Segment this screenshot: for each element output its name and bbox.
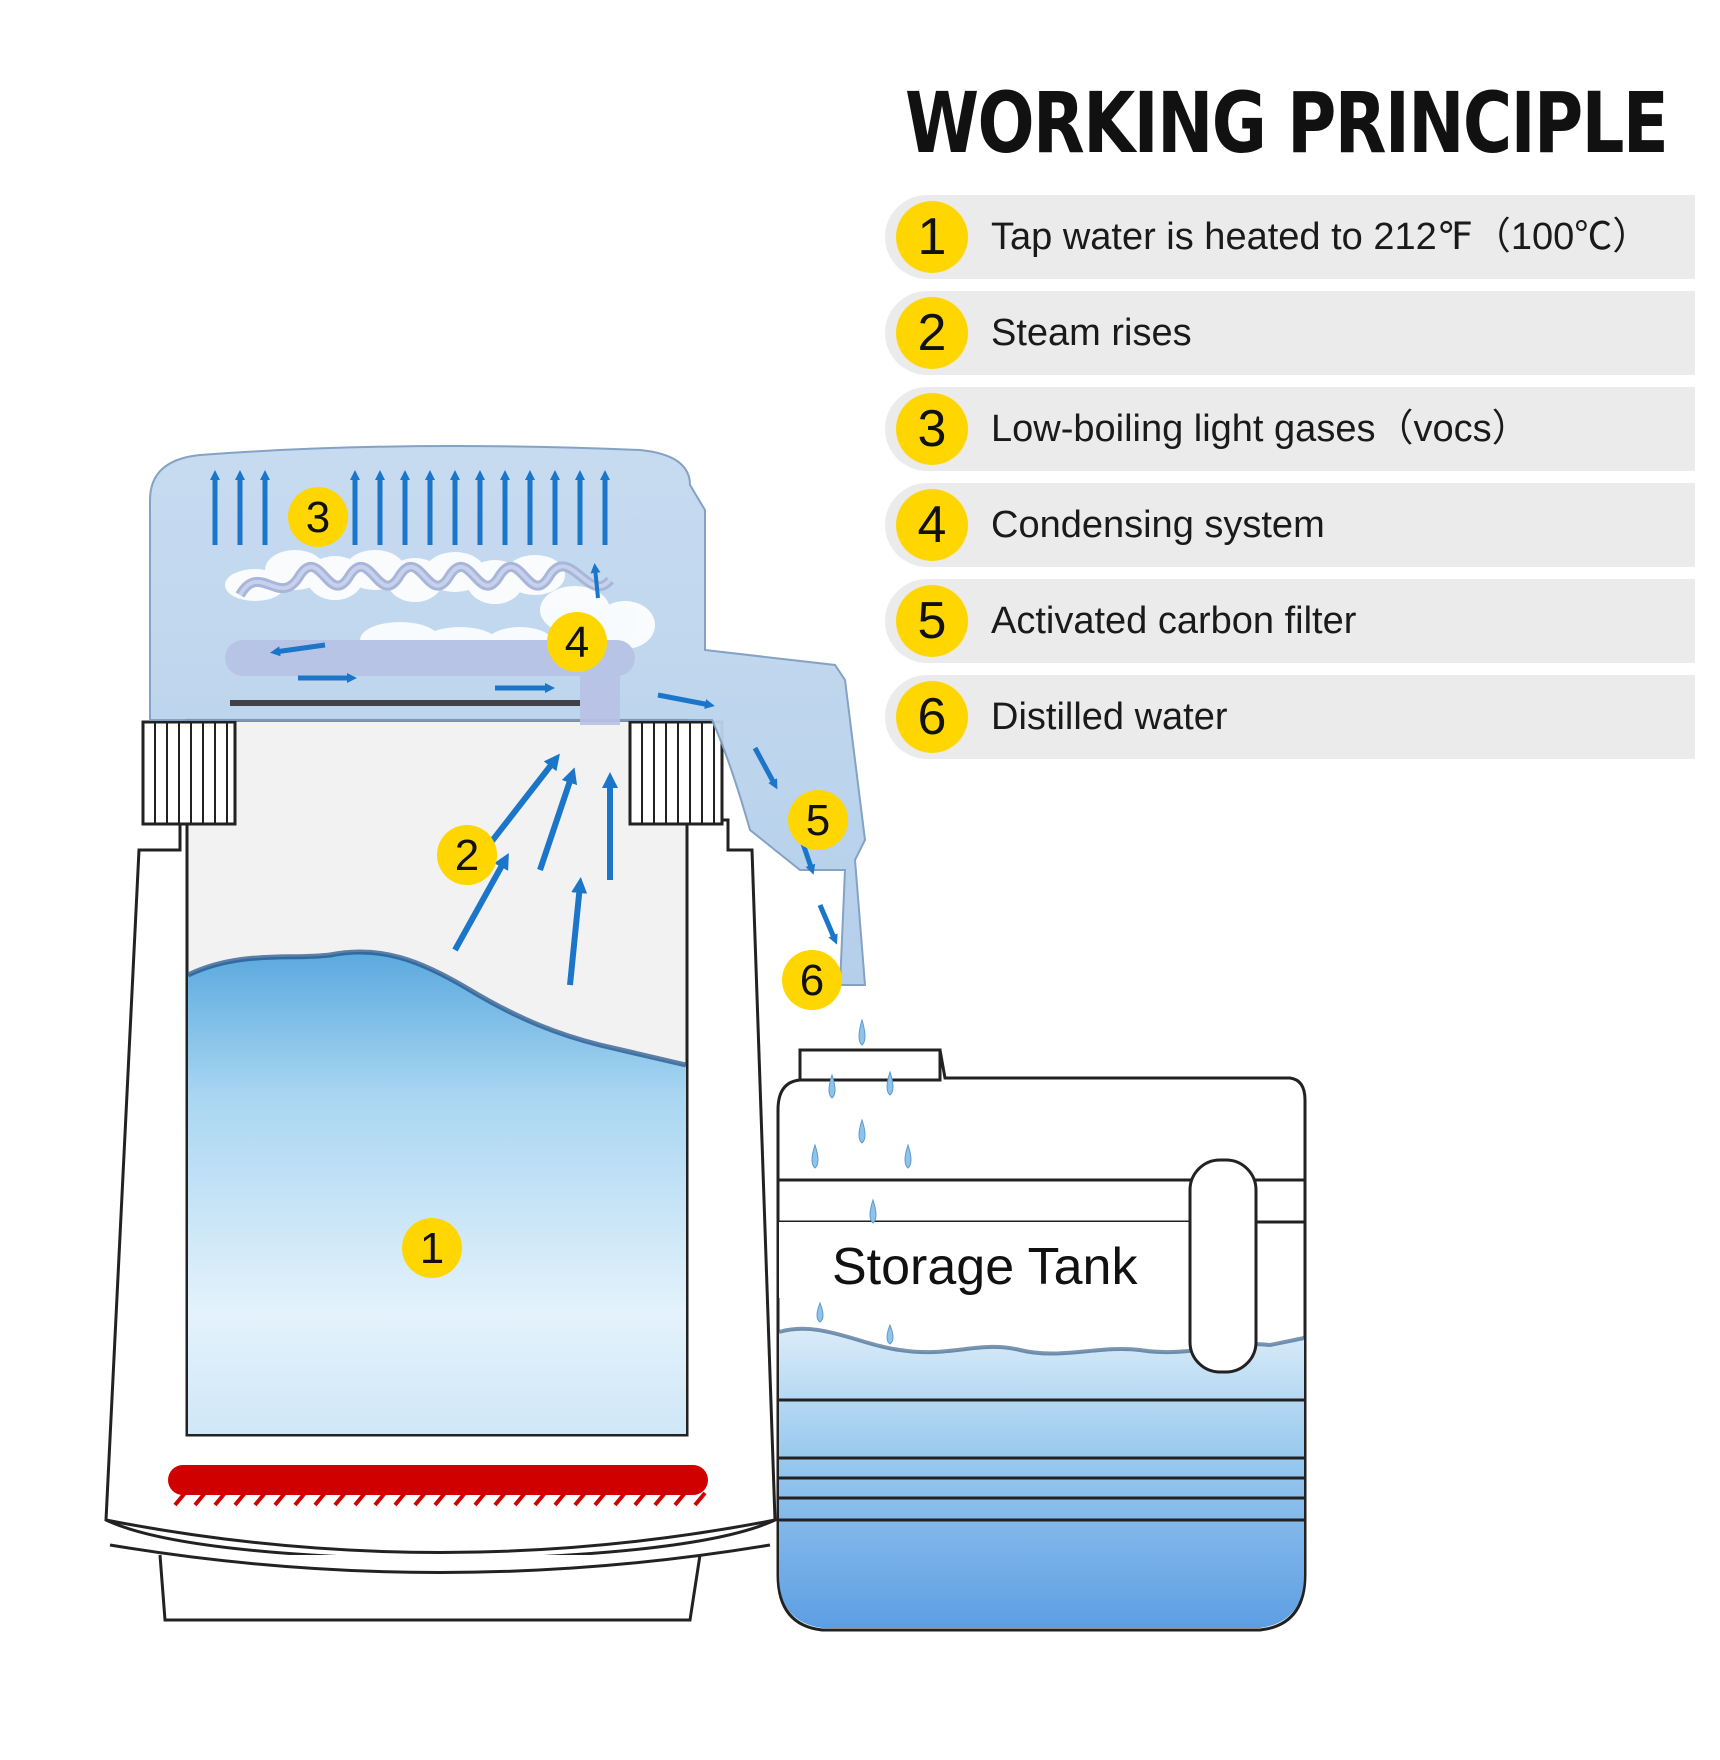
step-text: Low-boiling light gases（vocs） (991, 408, 1530, 450)
step-1: 1 Tap water is heated to 212℉（100℃） (885, 195, 1695, 279)
step-text: Activated carbon filter (991, 600, 1357, 642)
condensing-coil (225, 550, 655, 725)
callout-2: 2 (437, 825, 497, 885)
step-text: Steam rises (991, 312, 1192, 354)
step-background (885, 291, 1695, 375)
step-number-badge: 1 (896, 201, 968, 273)
callout-number: 4 (565, 618, 589, 667)
callout-6: 6 (782, 950, 842, 1010)
step-background (885, 387, 1695, 471)
step-3: 3 Low-boiling light gases（vocs） (885, 387, 1695, 471)
callout-number: 5 (806, 796, 830, 845)
steam-arrows-top (210, 470, 610, 545)
step-6: 6 Distilled water (885, 675, 1695, 759)
step-2: 2 Steam rises (885, 291, 1695, 375)
rising-steam-arrows (452, 753, 618, 986)
callout-5: 5 (788, 790, 848, 850)
step-4: 4 Condensing system (885, 483, 1695, 567)
step-number-badge: 6 (896, 681, 968, 753)
callout-number: 1 (420, 1224, 444, 1273)
step-number-badge: 3 (896, 393, 968, 465)
step-number-badge: 4 (896, 489, 968, 561)
page-title: WORKING PRINCIPLE (905, 74, 1669, 172)
callout-3: 3 (288, 487, 348, 547)
callout-number: 2 (455, 831, 479, 880)
step-background (885, 195, 1695, 279)
step-background (885, 579, 1695, 663)
callout-1: 1 (402, 1218, 462, 1278)
step-background (885, 483, 1695, 567)
callout-4: 4 (547, 612, 607, 672)
step-number-badge: 2 (896, 297, 968, 369)
callout-number: 3 (306, 493, 330, 542)
boiling-water (188, 951, 686, 1434)
water-droplets (811, 1018, 912, 1345)
distiller-body (104, 718, 777, 1622)
condenser-lid (149, 445, 867, 986)
heating-element (168, 1465, 708, 1495)
step-5: 5 Activated carbon filter (885, 579, 1695, 663)
step-text: Tap water is heated to 212℉（100℃） (991, 216, 1651, 258)
step-text: Condensing system (991, 504, 1325, 546)
storage-tank: Storage Tank (776, 1048, 1307, 1632)
step-text: Distilled water (991, 696, 1228, 738)
tank-handle (1188, 1158, 1258, 1374)
step-number-badge: 5 (896, 585, 968, 657)
storage-tank-label: Storage Tank (832, 1238, 1138, 1296)
step-background (885, 675, 1695, 759)
callout-number: 6 (800, 956, 824, 1005)
